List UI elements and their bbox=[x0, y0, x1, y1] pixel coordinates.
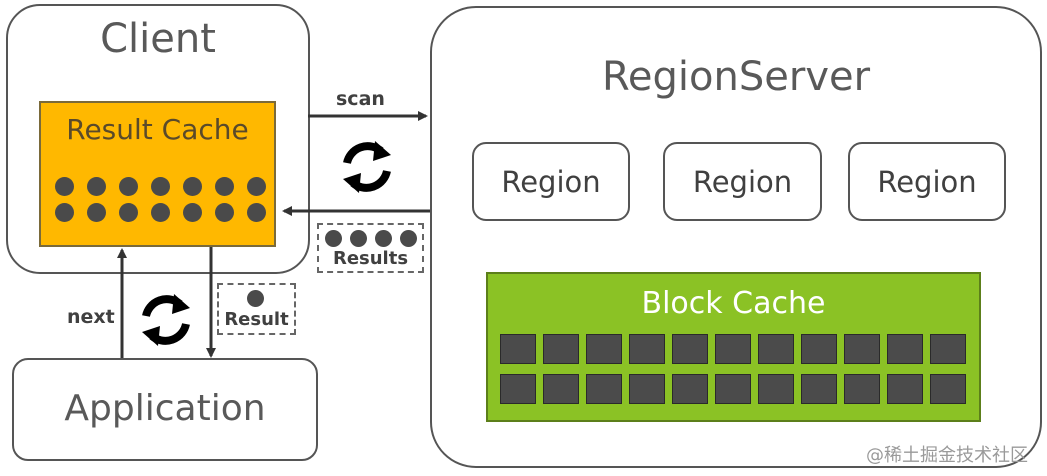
cache-block bbox=[672, 334, 708, 364]
cache-block bbox=[930, 334, 966, 364]
cache-dot bbox=[215, 203, 234, 222]
cache-block bbox=[543, 334, 579, 364]
result-cache: Result Cache bbox=[39, 101, 276, 247]
packet-dot bbox=[400, 230, 417, 247]
cache-block bbox=[715, 334, 751, 364]
cache-block bbox=[672, 374, 708, 404]
watermark: @稀土掘金技术社区 bbox=[866, 445, 1028, 466]
region-1: Region bbox=[472, 142, 630, 221]
cache-block bbox=[758, 374, 794, 404]
application-title: Application bbox=[64, 388, 266, 429]
result-packet-label: Result bbox=[224, 309, 289, 330]
packet-dot bbox=[247, 290, 264, 307]
cache-block bbox=[887, 374, 923, 404]
refresh-icon bbox=[142, 294, 190, 346]
region-3: Region bbox=[848, 142, 1006, 221]
cache-block bbox=[715, 374, 751, 404]
cache-dot bbox=[119, 203, 138, 222]
region-2: Region bbox=[663, 142, 822, 221]
cache-block bbox=[586, 334, 622, 364]
cache-block bbox=[629, 374, 665, 404]
cache-block bbox=[844, 374, 880, 404]
cache-block bbox=[801, 374, 837, 404]
cache-dot bbox=[151, 177, 170, 196]
region-server-title: RegionServer bbox=[601, 54, 871, 100]
cache-dot bbox=[119, 177, 138, 196]
cache-block bbox=[758, 334, 794, 364]
packet-dot bbox=[325, 230, 342, 247]
cache-block bbox=[930, 374, 966, 404]
cache-dot bbox=[87, 177, 106, 196]
block-cache: Block Cache bbox=[486, 272, 981, 422]
scan-label: scan bbox=[336, 88, 385, 110]
cache-dot bbox=[55, 203, 74, 222]
cache-dot bbox=[183, 177, 202, 196]
packet-dot bbox=[350, 230, 367, 247]
cache-block bbox=[629, 334, 665, 364]
cache-block bbox=[500, 334, 536, 364]
results-packet: Results bbox=[317, 223, 424, 273]
refresh-icon bbox=[343, 141, 391, 193]
cache-block bbox=[500, 374, 536, 404]
cache-block bbox=[844, 334, 880, 364]
results-packet-label: Results bbox=[332, 248, 409, 269]
cache-dot bbox=[87, 203, 106, 222]
cache-dot bbox=[247, 177, 266, 196]
cache-block bbox=[887, 334, 923, 364]
cache-block bbox=[586, 374, 622, 404]
cache-block bbox=[801, 334, 837, 364]
cache-dot bbox=[183, 203, 202, 222]
result-cache-title: Result Cache bbox=[66, 113, 249, 146]
cache-block bbox=[543, 374, 579, 404]
next-label: next bbox=[67, 306, 115, 328]
block-cache-title: Block Cache bbox=[641, 286, 826, 321]
packet-dot bbox=[375, 230, 392, 247]
result-packet: Result bbox=[217, 283, 296, 335]
client-title: Client bbox=[100, 16, 216, 62]
cache-dot bbox=[247, 203, 266, 222]
application-box: Application bbox=[12, 358, 318, 461]
cache-dot bbox=[55, 177, 74, 196]
cache-dot bbox=[151, 203, 170, 222]
cache-dot bbox=[215, 177, 234, 196]
